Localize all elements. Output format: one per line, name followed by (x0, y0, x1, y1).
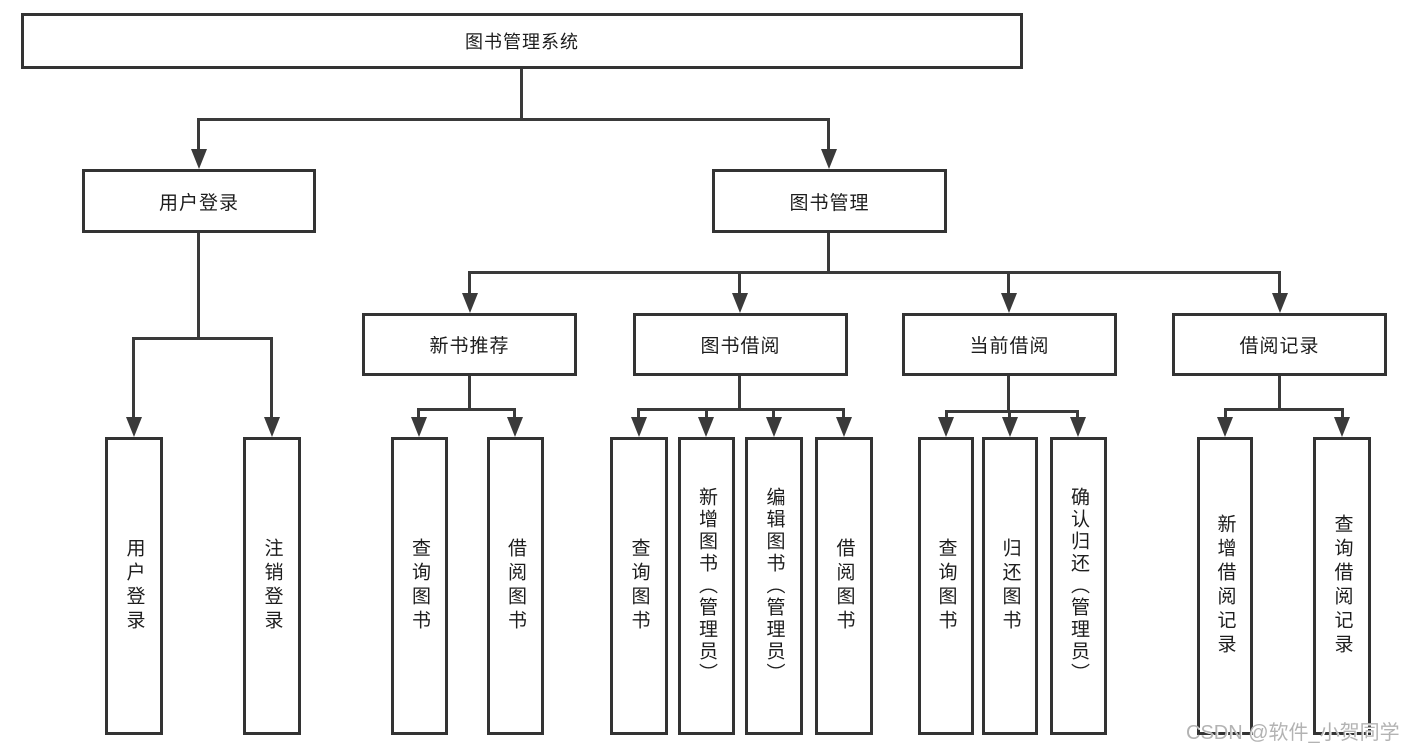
node-root: 图书管理系统 (21, 13, 1023, 69)
connector-recommend-leaf1-stub (417, 408, 420, 419)
connector-level2-stub1 (468, 271, 471, 295)
connector-mgmt-drop (827, 232, 830, 274)
connector-borrow-leaf1-stub (637, 408, 640, 419)
node-book-borrow: 图书借阅 (633, 313, 848, 376)
arrow-to-borrow-records (1272, 293, 1288, 313)
arrow-to-recommend-leaf2 (507, 417, 523, 437)
leaf-records-query-record-label: 查询借阅记录 (1331, 514, 1353, 658)
leaf-recommend-borrow-books: 借阅图书 (487, 437, 544, 735)
connector-login-leaf1-stub (132, 337, 135, 419)
leaf-records-add-record: 新增借阅记录 (1197, 437, 1253, 735)
arrow-to-book-management (821, 149, 837, 169)
connector-borrow-leaf2-stub (705, 408, 708, 419)
node-user-login: 用户登录 (82, 169, 316, 233)
arrow-to-current-leaf1 (938, 417, 954, 437)
leaf-user-login: 用户登录 (105, 437, 163, 735)
arrow-to-book-borrow (732, 293, 748, 313)
connector-login-drop (197, 232, 200, 340)
connector-login-branch (132, 337, 273, 340)
leaf-recommend-query-books-label: 查询图书 (409, 538, 430, 634)
connector-records-leaf1-stub (1224, 408, 1227, 419)
arrow-to-user-login (191, 149, 207, 169)
connector-level1-branch (197, 118, 830, 121)
connector-root-drop (520, 68, 523, 120)
leaf-borrow-borrow-books: 借阅图书 (815, 437, 873, 735)
leaf-current-return-books-label: 归还图书 (999, 538, 1021, 634)
connector-current-leaf1-stub (945, 410, 948, 419)
arrow-to-login-leaf2 (264, 417, 280, 437)
leaf-current-query-books-label: 查询图书 (935, 538, 957, 634)
connector-level2-stub4 (1278, 271, 1281, 295)
arrow-to-current-leaf3 (1070, 417, 1086, 437)
arrow-to-current-leaf2 (1002, 417, 1018, 437)
leaf-borrow-query-books-label: 查询图书 (628, 538, 650, 634)
connector-current-drop (1007, 374, 1010, 413)
arrow-to-borrow-leaf2 (698, 417, 714, 437)
arrow-to-borrow-leaf4 (836, 417, 852, 437)
connector-recommend-leaf2-stub (513, 408, 516, 419)
connector-login-leaf2-stub (270, 337, 273, 419)
arrow-to-borrow-leaf3 (766, 417, 782, 437)
leaf-user-login-label: 用户登录 (123, 538, 145, 634)
leaf-recommend-query-books: 查询图书 (391, 437, 448, 735)
connector-borrow-branch (637, 408, 845, 411)
connector-recommend-branch (417, 408, 516, 411)
arrow-to-current-borrow (1001, 293, 1017, 313)
leaf-current-confirm-return-admin-label: 确认归还（管理员） (1068, 487, 1089, 685)
arrow-to-borrow-leaf1 (631, 417, 647, 437)
leaf-logout: 注销登录 (243, 437, 301, 735)
connector-records-drop (1278, 374, 1281, 411)
leaf-current-return-books: 归还图书 (982, 437, 1038, 735)
node-book-management: 图书管理 (712, 169, 947, 233)
connector-borrow-drop (738, 374, 741, 411)
node-current-borrow: 当前借阅 (902, 313, 1117, 376)
leaf-current-confirm-return-admin: 确认归还（管理员） (1050, 437, 1107, 735)
leaf-records-add-record-label: 新增借阅记录 (1214, 514, 1236, 658)
connector-login-stub (197, 118, 200, 152)
leaf-borrow-edit-books-admin-label: 编辑图书（管理员） (763, 487, 785, 685)
node-borrow-records: 借阅记录 (1172, 313, 1387, 376)
leaf-borrow-borrow-books-label: 借阅图书 (833, 538, 855, 634)
connector-current-leaf2-stub (1008, 410, 1011, 419)
connector-level2-branch (468, 271, 1281, 274)
connector-borrow-leaf4-stub (842, 408, 845, 419)
arrow-to-new-book-recommend (462, 293, 478, 313)
connector-borrow-leaf3-stub (772, 408, 775, 419)
node-new-book-recommend: 新书推荐 (362, 313, 577, 376)
leaf-borrow-add-books-admin: 新增图书（管理员） (678, 437, 735, 735)
leaf-current-query-books: 查询图书 (918, 437, 974, 735)
arrow-to-recommend-leaf1 (411, 417, 427, 437)
connector-recommend-drop (468, 374, 471, 411)
leaf-logout-label: 注销登录 (261, 538, 283, 634)
connector-level2-stub3 (1007, 271, 1010, 295)
leaf-records-query-record: 查询借阅记录 (1313, 437, 1371, 735)
leaf-borrow-edit-books-admin: 编辑图书（管理员） (745, 437, 803, 735)
arrow-to-login-leaf1 (126, 417, 142, 437)
connector-current-branch (945, 410, 1079, 413)
arrow-to-records-leaf2 (1334, 417, 1350, 437)
connector-mgmt-stub (827, 118, 830, 152)
connector-current-leaf3-stub (1076, 410, 1079, 419)
leaf-borrow-add-books-admin-label: 新增图书（管理员） (696, 487, 717, 685)
connector-records-leaf2-stub (1341, 408, 1344, 419)
leaf-borrow-query-books: 查询图书 (610, 437, 668, 735)
csdn-watermark: CSDN @软件_小贺同学 (1186, 722, 1400, 744)
connector-level2-stub2 (738, 271, 741, 295)
connector-records-branch (1224, 408, 1344, 411)
leaf-recommend-borrow-books-label: 借阅图书 (505, 538, 526, 634)
arrow-to-records-leaf1 (1217, 417, 1233, 437)
